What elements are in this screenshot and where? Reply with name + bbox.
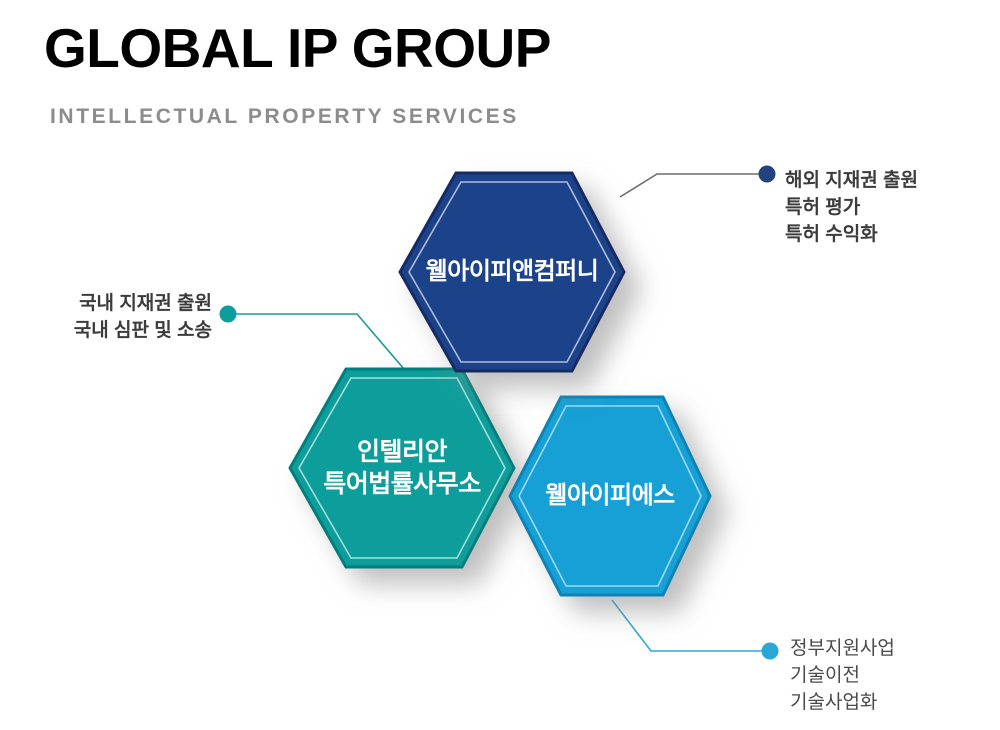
connector-government: [611, 599, 779, 660]
callout-government-services: 정부지원사업 기술이전 기술사업화: [790, 636, 895, 717]
hex-inner-bevel-navy: [408, 181, 616, 363]
hex-shape-navy: [398, 171, 626, 373]
connector-dot-government: [761, 642, 779, 660]
hex-node-intellian-patent-law-office[interactable]: 인텔리안 특어법률사무소: [286, 362, 518, 574]
connector-overseas: [619, 165, 776, 198]
connector-domestic: [219, 305, 405, 370]
hex-shape-cyan: [508, 395, 712, 597]
callout-line: 국내 지재권 출원: [79, 293, 212, 314]
callout-line: 특허 평가: [785, 196, 861, 218]
hex-node-wellips[interactable]: 웰아이피에스: [506, 390, 714, 602]
callout-line: 기술사업화: [790, 691, 878, 713]
callout-line: 기술이전: [790, 664, 860, 686]
callout-overseas-services: 해외 지재권 출원 특허 평가 특허 수익화: [785, 168, 918, 249]
callout-line: 특허 수익화: [785, 223, 878, 245]
hex-shape-teal: [288, 367, 516, 569]
connector-dot-domestic: [219, 305, 237, 323]
hex-node-wellip-and-company[interactable]: 웰아이피앤컴퍼니: [396, 166, 628, 378]
page-title: GLOBAL IP GROUP: [44, 17, 551, 79]
callout-line: 국내 심판 및 소송: [73, 319, 212, 341]
hex-inner-bevel-teal: [298, 377, 506, 559]
hex-inner-bevel-cyan: [518, 405, 702, 587]
connector-dot-overseas: [758, 165, 776, 183]
callout-line: 정부지원사업: [790, 638, 895, 659]
page-subtitle: INTELLECTUAL PROPERTY SERVICES: [50, 105, 519, 128]
callout-domestic-services: 국내 지재권 출원 국내 심판 및 소송: [12, 291, 212, 345]
callout-line: 해외 지재권 출원: [785, 170, 918, 191]
